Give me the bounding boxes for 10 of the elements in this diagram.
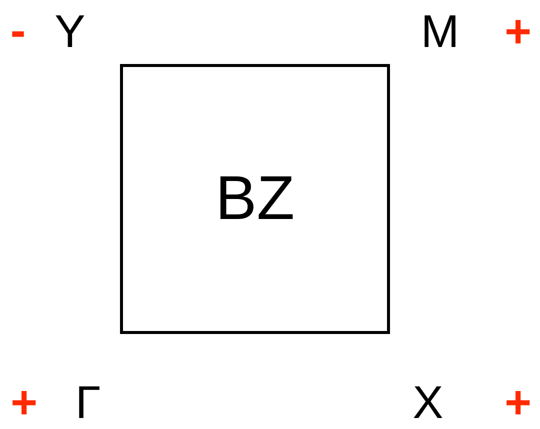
sign-label: +	[504, 8, 532, 54]
sign-label: +	[10, 379, 38, 425]
box-label: BZ	[215, 168, 295, 230]
point-label: M	[420, 8, 460, 54]
point-label: Y	[54, 8, 86, 54]
square-box	[120, 64, 390, 334]
sign-label: +	[504, 379, 532, 425]
point-label: X	[412, 379, 444, 425]
point-label: Γ	[75, 379, 101, 425]
sign-label: -	[10, 7, 26, 53]
